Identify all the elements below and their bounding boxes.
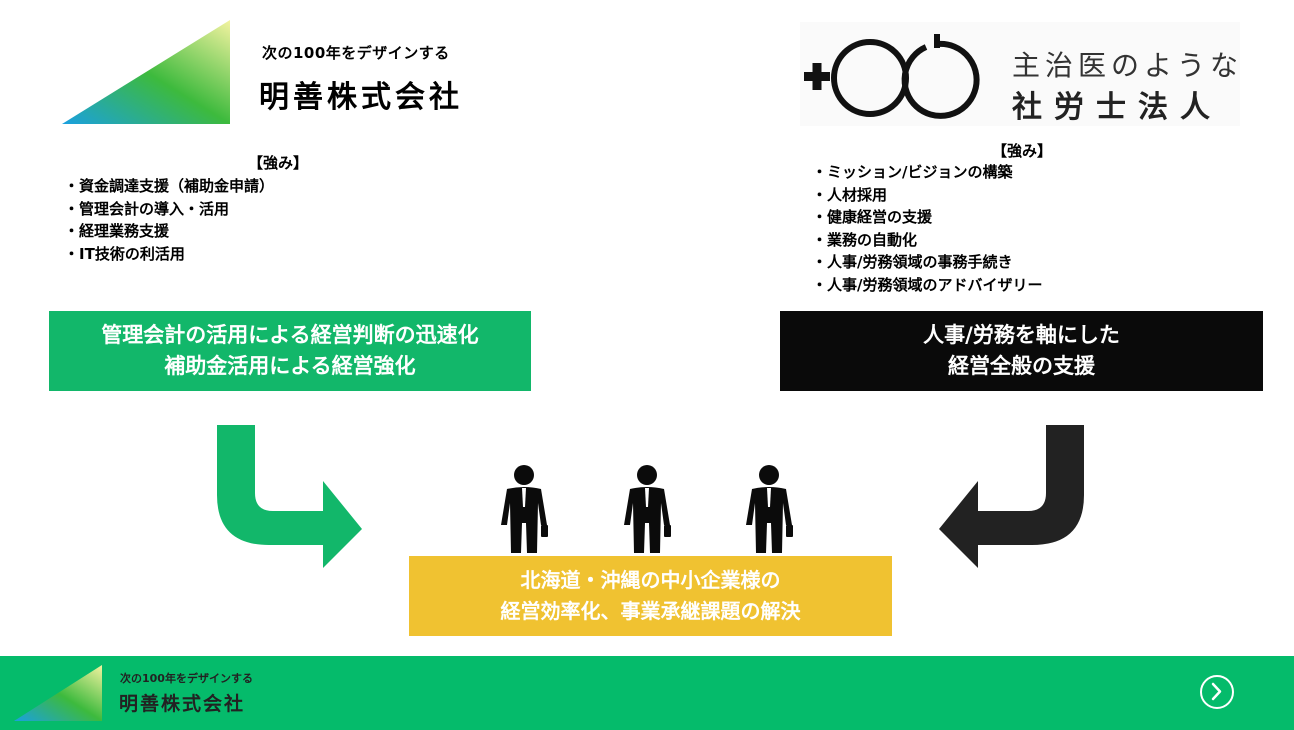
list-item: 業務の自動化: [812, 229, 1043, 252]
banner-line: 管理会計の活用による経営判断の迅速化: [101, 323, 479, 347]
list-item: 経理業務支援: [64, 220, 274, 243]
list-item: ミッション/ビジョンの構築: [812, 161, 1043, 184]
footer-bar: 次の100年をデザインする 明善株式会社: [0, 656, 1294, 730]
left-strengths-list: 資金調達支援（補助金申請） 管理会計の導入・活用 経理業務支援 IT技術の利活用: [64, 175, 274, 265]
footer-company-name: 明善株式会社: [119, 693, 246, 715]
list-item: 人材採用: [812, 184, 1043, 207]
meizen-triangle-logo-icon: [14, 665, 102, 721]
businessman-icon: [746, 465, 793, 553]
right-value-banner: 人事/労務を軸にした 経営全般の支援: [780, 311, 1263, 391]
right-strengths-list: ミッション/ビジョンの構築 人材採用 健康経営の支援 業務の自動化 人事/労務領…: [812, 161, 1043, 297]
next-slide-button[interactable]: [1200, 675, 1234, 709]
left-strengths-heading: 【強み】: [248, 154, 309, 172]
banner-line: 経営全般の支援: [948, 354, 1095, 378]
banner-line: 人事/労務を軸にした: [923, 323, 1120, 347]
list-item: 健康経営の支援: [812, 206, 1043, 229]
black-curved-arrow-icon: [939, 425, 1084, 568]
list-item: 管理会計の導入・活用: [64, 198, 274, 221]
company-name: 明善株式会社: [259, 80, 463, 115]
right-company-line1: 主治医のような: [1012, 49, 1244, 82]
right-strengths-heading: 【強み】: [992, 142, 1053, 160]
businessman-icon: [501, 465, 548, 553]
banner-line: 補助金活用による経営強化: [164, 354, 416, 378]
businessman-icon: [624, 465, 671, 553]
green-curved-arrow-icon: [217, 425, 362, 568]
list-item: 人事/労務領域のアドバイザリー: [812, 274, 1042, 297]
banner-line: 北海道・沖縄の中小企業様の: [520, 568, 781, 592]
meizen-logo: 次の100年をデザインする 明善株式会社: [62, 20, 502, 124]
list-item: IT技術の利活用: [64, 243, 274, 266]
meizen-triangle-logo-icon: [62, 20, 230, 124]
company-tagline: 次の100年をデザインする: [262, 44, 450, 62]
banner-line: 経営効率化、事業承継課題の解決: [500, 599, 801, 623]
sharoushi-logo: 主治医のような 社労士法人: [800, 22, 1240, 126]
chevron-right-icon: [1211, 682, 1222, 701]
left-value-banner: 管理会計の活用による経営判断の迅速化 補助金活用による経営強化: [49, 311, 531, 391]
right-company-line2: 社労士法人: [1012, 90, 1222, 125]
list-item: 資金調達支援（補助金申請）: [64, 175, 274, 198]
plus-circles-logo-icon: [804, 34, 980, 119]
target-banner: 北海道・沖縄の中小企業様の 経営効率化、事業承継課題の解決: [409, 556, 892, 636]
list-item: 人事/労務領域の事務手続き: [812, 251, 1043, 274]
footer-tagline: 次の100年をデザインする: [120, 672, 253, 685]
